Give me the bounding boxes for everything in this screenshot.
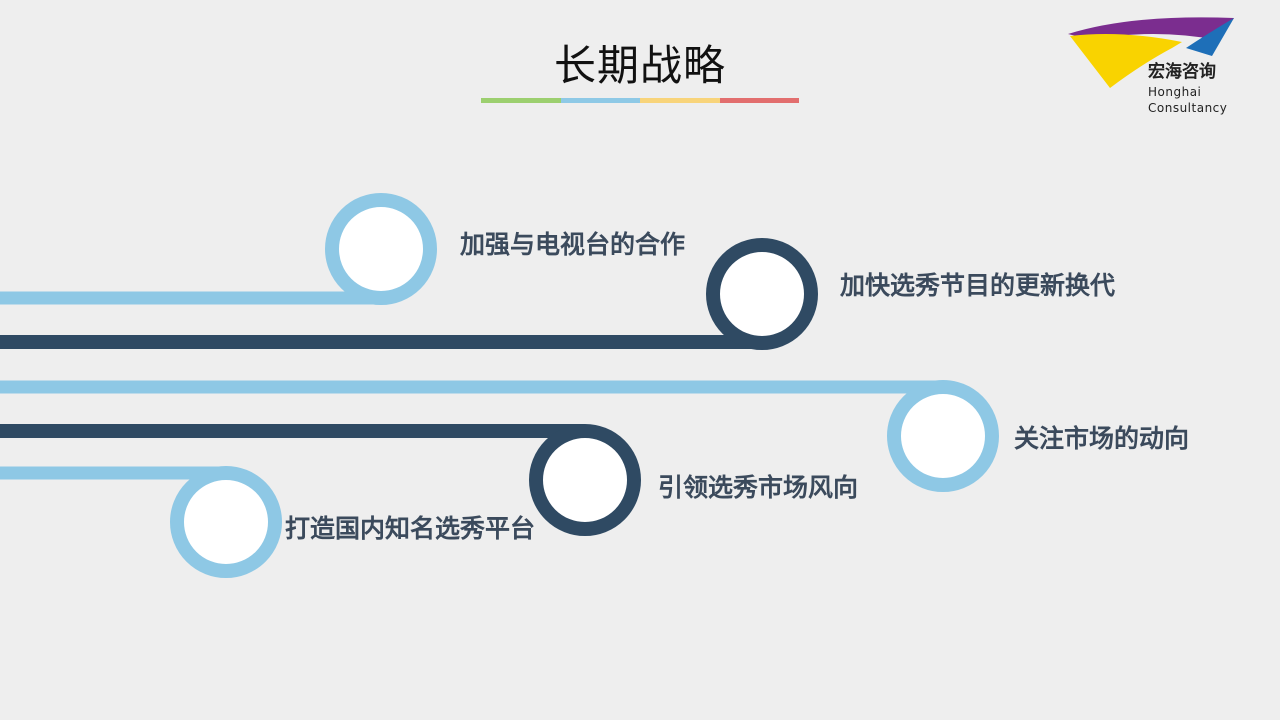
title-underline <box>481 98 799 103</box>
track-2 <box>0 238 818 350</box>
honghai-logo-icon <box>1068 17 1234 88</box>
strategy-label-4: 引领选秀市场风向 <box>658 473 859 502</box>
page-title: 长期战略 <box>553 41 726 90</box>
underline-segment-yellow <box>640 98 720 103</box>
strategy-label-5: 打造国内知名选秀平台 <box>285 514 536 543</box>
underline-segment-red <box>719 98 799 103</box>
track-2-node <box>706 238 818 350</box>
strategy-label-1: 加强与电视台的合作 <box>460 230 686 259</box>
strategy-label-2: 加快选秀节目的更新换代 <box>840 271 1116 300</box>
track-4-node <box>529 424 641 536</box>
track-4 <box>0 424 641 536</box>
track-1 <box>0 193 437 305</box>
track-3 <box>0 380 999 492</box>
logo-name-cn: 宏海咨询 <box>1148 62 1216 82</box>
logo-blue-wedge <box>1186 18 1234 56</box>
track-5-node <box>170 466 282 578</box>
logo-name-en: Honghai Consultancy <box>1148 85 1228 115</box>
strategy-label-3: 关注市场的动向 <box>1014 424 1190 453</box>
track-1-node <box>325 193 437 305</box>
track-3-node <box>887 380 999 492</box>
track-5 <box>0 466 282 578</box>
logo-yellow-wedge <box>1070 34 1182 88</box>
underline-segment-green <box>481 98 561 103</box>
underline-segment-blue <box>560 98 640 103</box>
